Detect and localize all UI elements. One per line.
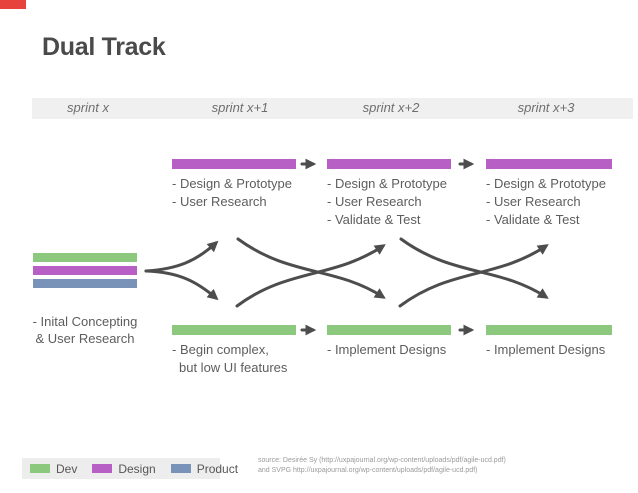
cross1-bottom-to-top bbox=[235, 244, 386, 308]
note-line: - User Research bbox=[172, 194, 267, 209]
sprint-header-x2: sprint x+2 bbox=[362, 100, 420, 115]
initial-dev-bar bbox=[33, 253, 137, 262]
note-line: - Design & Prototype bbox=[486, 176, 606, 191]
note-line: but low UI features bbox=[179, 360, 288, 375]
design-color-swatch bbox=[92, 464, 113, 473]
dev-bar-sprint-x3 bbox=[486, 325, 612, 335]
dev-color-swatch bbox=[30, 464, 50, 473]
design-bar-sprint-x1 bbox=[172, 159, 296, 169]
initial-product-bar bbox=[33, 279, 137, 288]
legend-item-product: Product bbox=[170, 461, 239, 476]
initial-design-bar bbox=[33, 266, 137, 275]
corner-mark bbox=[0, 0, 26, 9]
design-notes-sprint-x1: - Design & Prototype - User Research bbox=[172, 175, 324, 211]
design-bar-sprint-x2 bbox=[327, 159, 451, 169]
dev-notes-sprint-x3: - Implement Designs bbox=[486, 341, 638, 359]
initial-note-line: - Inital Concepting bbox=[32, 314, 138, 329]
note-line: - Validate & Test bbox=[486, 212, 580, 227]
note-line: - Begin complex, bbox=[172, 342, 269, 357]
sprint-header-band bbox=[32, 98, 633, 119]
legend-label: Dev bbox=[56, 461, 78, 476]
cross1-top-to-bottom bbox=[236, 237, 386, 299]
design-notes-sprint-x3: - Design & Prototype - User Research - V… bbox=[486, 175, 638, 229]
legend: Dev Design Product bbox=[22, 458, 238, 479]
cross2-top-to-bottom bbox=[399, 237, 549, 299]
note-line: - Design & Prototype bbox=[327, 176, 447, 191]
sprint-header-x3: sprint x+3 bbox=[517, 100, 575, 115]
dev-bar-sprint-x1 bbox=[172, 325, 296, 335]
dev-bar-sprint-x2 bbox=[327, 325, 451, 335]
source-line: source: Desirée Sy (http://uxpajournal.o… bbox=[258, 457, 506, 464]
product-color-swatch bbox=[170, 464, 191, 473]
note-line: - User Research bbox=[486, 194, 581, 209]
cross2-bottom-to-top bbox=[398, 244, 549, 308]
page-title: Dual Track bbox=[42, 33, 166, 61]
design-notes-sprint-x2: - Design & Prototype - User Research - V… bbox=[327, 175, 479, 229]
note-line: - Validate & Test bbox=[327, 212, 421, 227]
sprint-header-x: sprint x bbox=[67, 100, 109, 115]
note-line: - Design & Prototype bbox=[172, 176, 292, 191]
dev-notes-sprint-x1: - Begin complex, but low UI features bbox=[172, 341, 324, 377]
source-citation: source: Desirée Sy (http://uxpajournal.o… bbox=[258, 456, 558, 475]
fork-up-arrow bbox=[144, 240, 219, 273]
note-line: - Implement Designs bbox=[327, 342, 447, 357]
sprint-header-x1: sprint x+1 bbox=[211, 100, 269, 115]
legend-label: Design bbox=[118, 461, 156, 476]
initial-note-line: & User Research bbox=[35, 331, 135, 346]
legend-item-design: Design bbox=[92, 461, 156, 476]
initial-notes: - Inital Concepting & User Research bbox=[24, 313, 146, 347]
source-line: and SVPG http://uxpajournal.org/wp-conte… bbox=[258, 466, 478, 474]
design-bar-sprint-x3 bbox=[486, 159, 612, 169]
legend-label: Product bbox=[196, 461, 239, 476]
legend-item-dev: Dev bbox=[30, 462, 77, 476]
dev-notes-sprint-x2: - Implement Designs bbox=[327, 341, 479, 359]
note-line: - User Research bbox=[327, 194, 422, 209]
note-line: - Implement Designs bbox=[486, 342, 606, 357]
fork-down-arrow bbox=[144, 269, 219, 301]
